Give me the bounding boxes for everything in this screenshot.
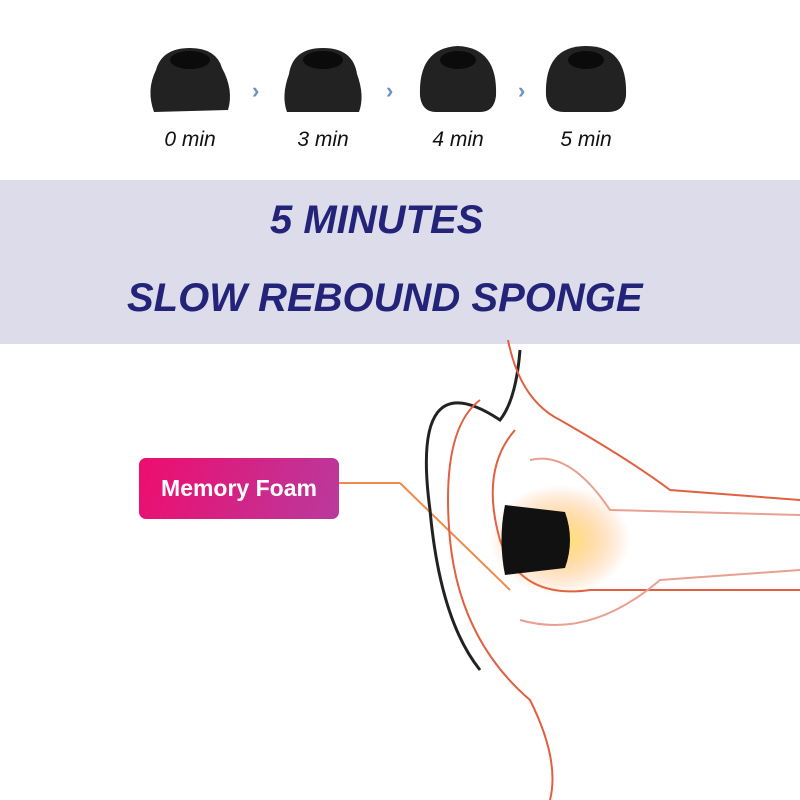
ear-tip-image	[284, 48, 362, 112]
chevron-right-icon: ›	[386, 78, 394, 103]
headline-line2: SLOW REBOUND SPONGE	[127, 276, 643, 320]
step-label: 4 min	[432, 128, 484, 151]
ear-tip-0min: 0 min	[140, 40, 240, 152]
headline-line1: 5 MINUTES	[270, 198, 484, 242]
foam-tip-in-ear	[501, 505, 570, 575]
expansion-sequence: 0 min › 3 min › 4 min › 5 min	[0, 0, 800, 180]
step-label: 5 min	[560, 128, 612, 151]
ear-diagram	[339, 340, 800, 800]
chevron-right-icon: ›	[518, 78, 526, 103]
ear-outline	[424, 349, 522, 671]
step-label: 0 min	[164, 128, 216, 151]
headline-band	[0, 180, 800, 344]
ear-tip-3min: 3 min	[273, 40, 373, 152]
ear-canal-line	[507, 340, 800, 501]
callout-line	[399, 482, 511, 591]
ear-tip-image	[150, 48, 230, 112]
step-label: 3 min	[297, 128, 349, 151]
chevron-right-icon: ›	[252, 78, 260, 103]
ear-tip-4min: 4 min	[408, 40, 508, 152]
ear-tip-5min: 5 min	[536, 40, 636, 152]
ear-tip-image	[545, 46, 627, 112]
ear-tip-image	[419, 46, 497, 112]
memory-foam-callout: Memory Foam	[139, 458, 339, 519]
